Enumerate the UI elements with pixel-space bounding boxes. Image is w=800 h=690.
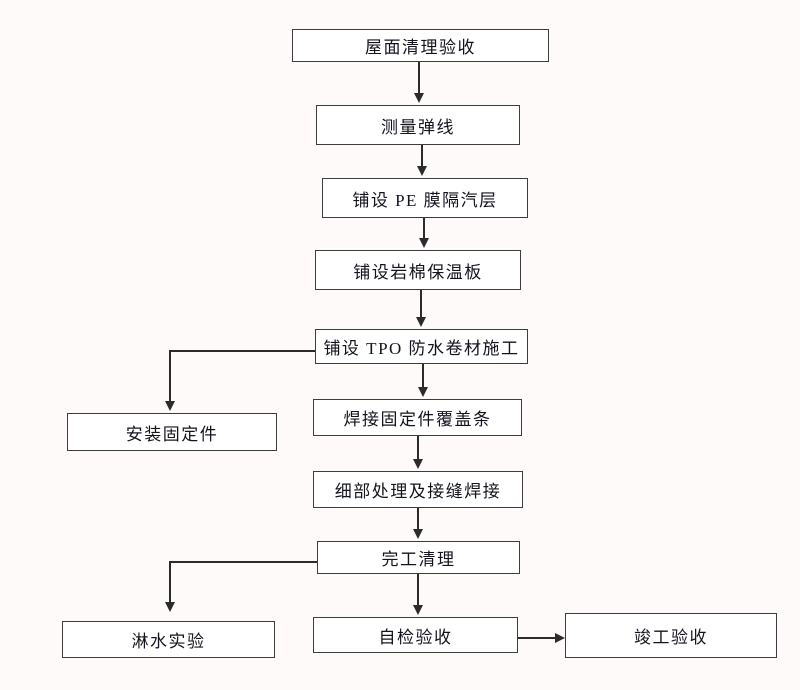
flow-node-self-inspection-acceptance: 自检验收 <box>313 617 518 653</box>
flow-node-label: 屋面清理验收 <box>365 38 476 57</box>
flow-node-label: 淋水实验 <box>131 632 206 651</box>
flow-node-completion-cleanup: 完工清理 <box>317 541 520 574</box>
elbow-line-n5-n9 <box>170 350 315 352</box>
flow-node-label: 细部处理及接缝焊接 <box>334 482 502 501</box>
flow-node-label: 铺设 PE 膜隔汽层 <box>352 190 498 210</box>
flow-node-water-spray-test: 淋水实验 <box>62 621 275 658</box>
flow-node-roof-cleanup-acceptance: 屋面清理验收 <box>292 29 549 62</box>
arrow-down-n5-n6 <box>418 364 428 397</box>
arrow-right-n11-n12 <box>518 633 565 643</box>
flow-node-label: 铺设岩棉保温板 <box>353 262 483 282</box>
flow-node-tpo-membrane-installation: 铺设 TPO 防水卷材施工 <box>315 329 528 364</box>
flow-node-label: 焊接固定件覆盖条 <box>343 410 492 429</box>
arrow-down-n4-n5 <box>416 290 426 327</box>
flow-node-detail-seam-welding: 细部处理及接缝焊接 <box>313 471 523 508</box>
arrow-down-n8-n11 <box>413 574 423 615</box>
arrow-down-n6-n7 <box>413 436 423 469</box>
flow-node-label: 自检验收 <box>378 627 453 647</box>
flow-node-measure-snap-lines: 测量弹线 <box>316 105 520 145</box>
flow-node-label: 竣工验收 <box>634 628 708 647</box>
flow-node-rock-wool-insulation: 铺设岩棉保温板 <box>315 250 521 290</box>
flow-node-pe-film-vapor-barrier: 铺设 PE 膜隔汽层 <box>322 178 528 218</box>
elbow-line-n8-n10 <box>170 561 317 563</box>
flow-node-weld-fastener-cover-strip: 焊接固定件覆盖条 <box>313 399 522 436</box>
flow-node-label: 测量弹线 <box>381 117 455 137</box>
flow-node-label: 安装固定件 <box>125 424 219 444</box>
flow-node-label: 铺设 TPO 防水卷材施工 <box>323 339 520 358</box>
flow-node-completion-acceptance: 竣工验收 <box>565 613 777 658</box>
arrow-down-n7-n8 <box>413 508 423 539</box>
arrow-down-n8-n10 <box>165 561 175 612</box>
arrow-down-n1-n2 <box>414 62 424 103</box>
arrow-down-n5-n9 <box>165 350 175 411</box>
arrow-down-n3-n4 <box>419 218 429 248</box>
arrow-down-n2-n3 <box>417 145 427 176</box>
flow-node-install-fasteners: 安装固定件 <box>67 413 277 451</box>
flow-node-label: 完工清理 <box>381 550 456 569</box>
